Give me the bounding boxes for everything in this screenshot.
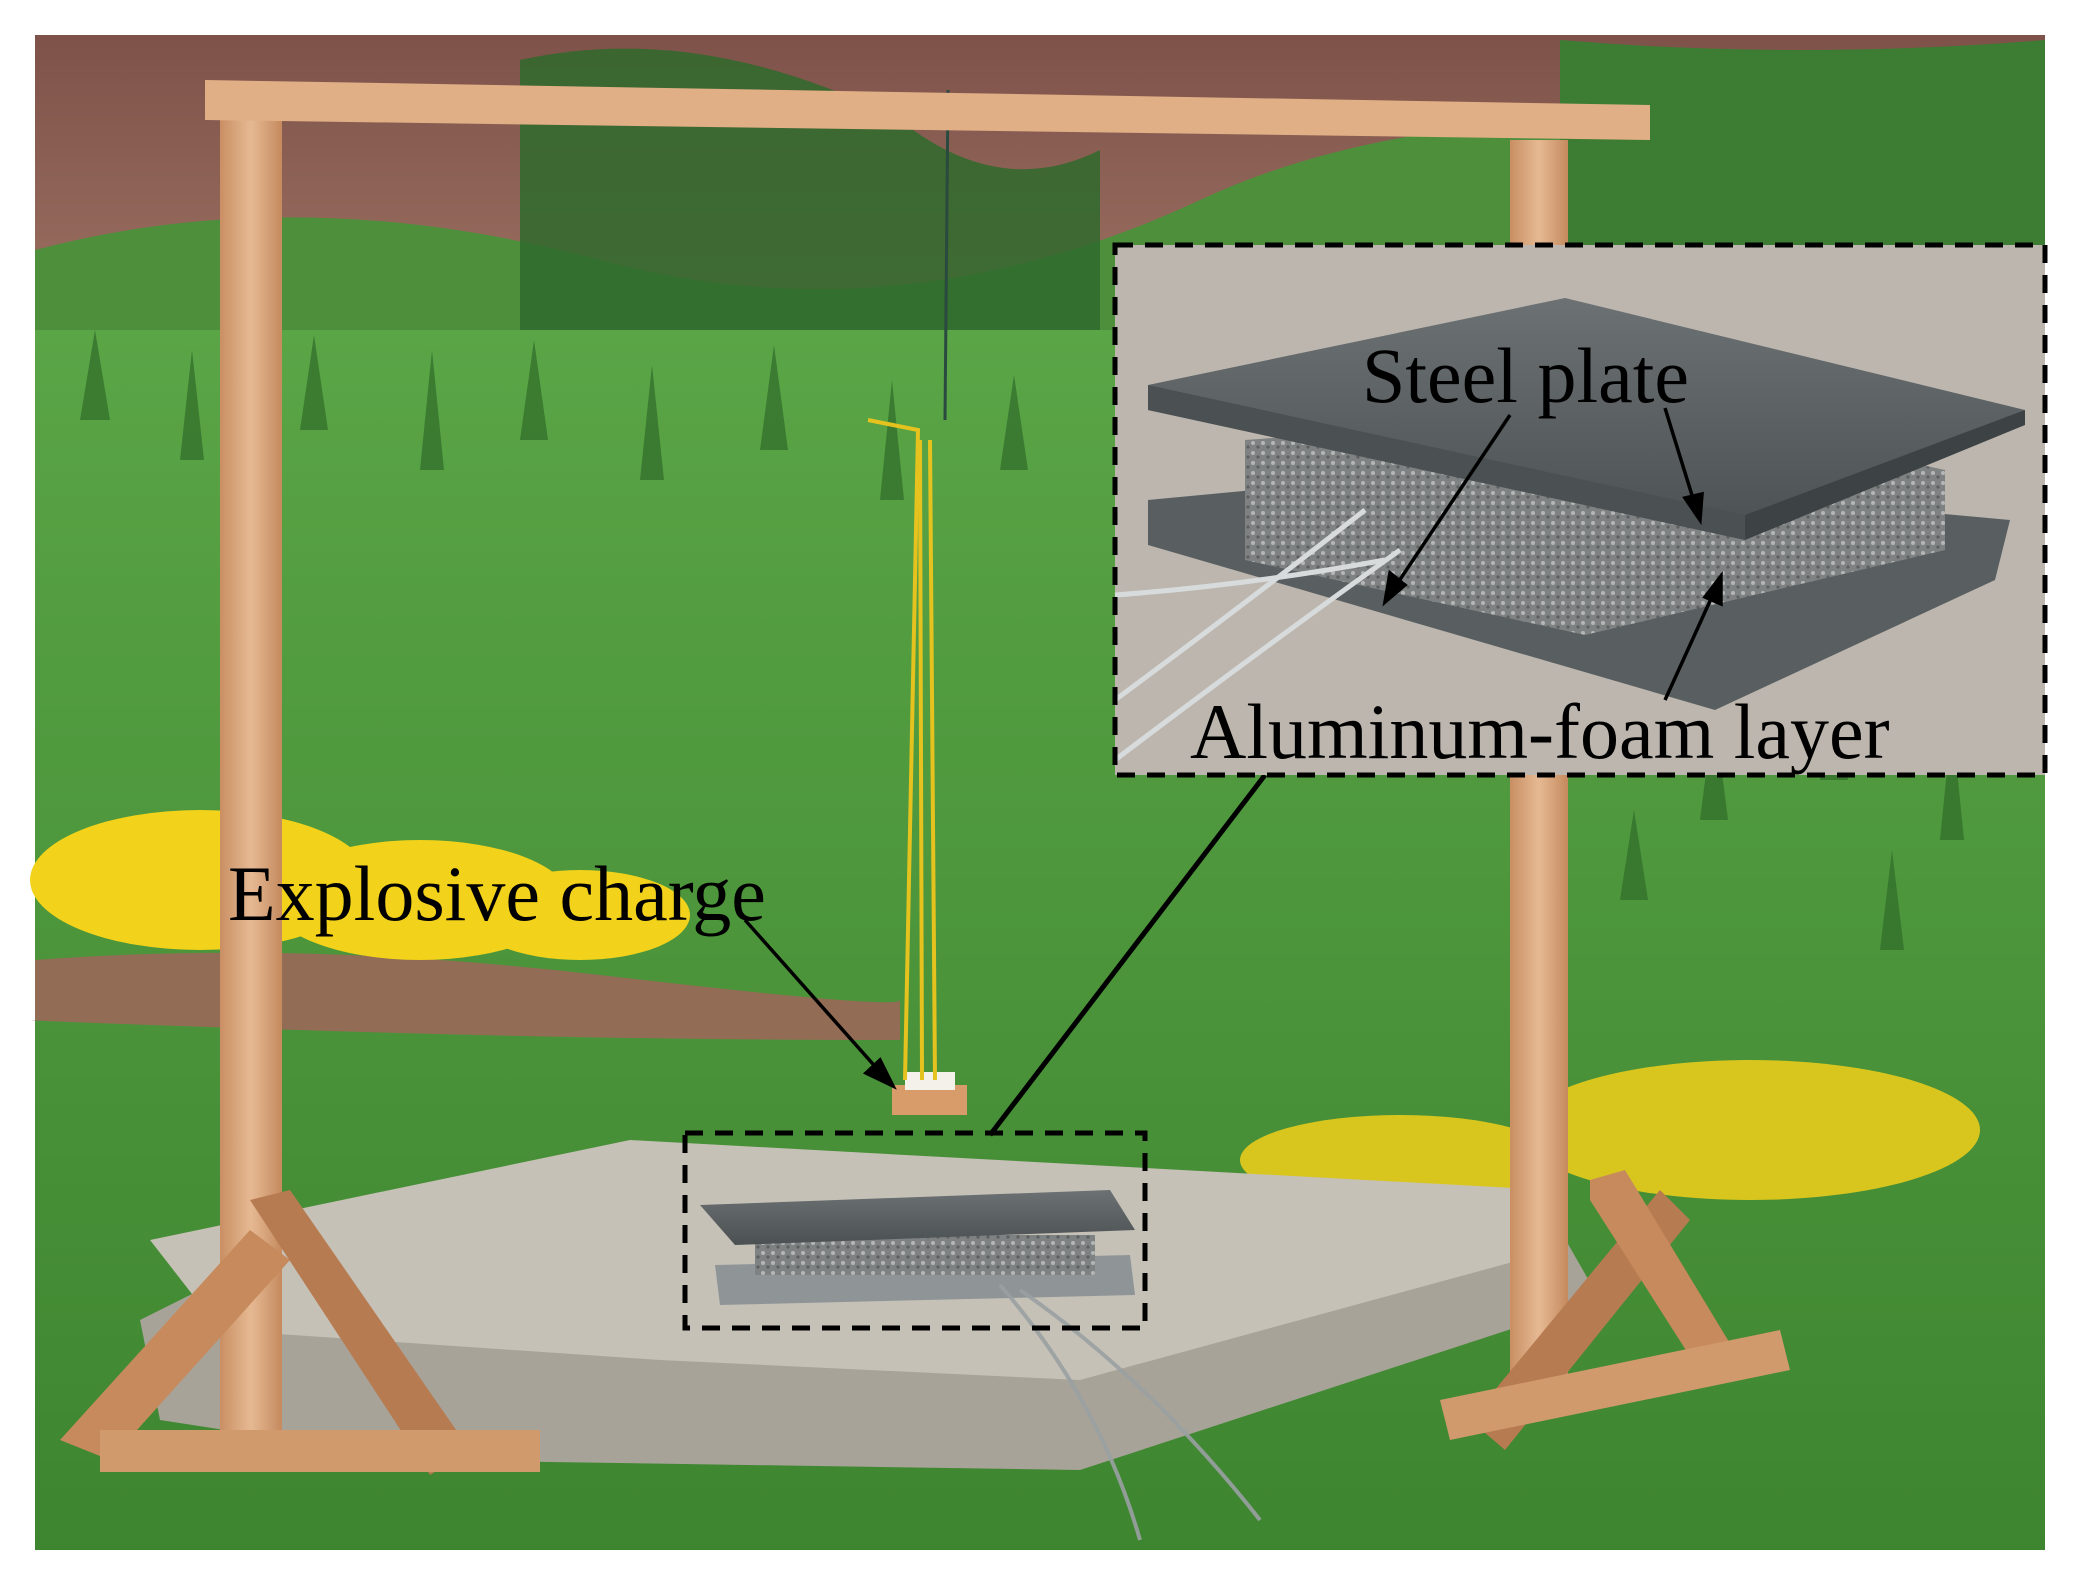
aluminum-foam-layer-label: Aluminum-foam layer [1190, 688, 1890, 775]
explosive-charge-label: Explosive charge [228, 850, 766, 937]
fuse-wires [867, 418, 937, 1081]
specimen-highlight-box [682, 1130, 1148, 1331]
inset-connector-line [988, 773, 1267, 1137]
detail-inset [1112, 242, 2048, 778]
yellow-flowers-left [30, 810, 690, 960]
specimen-on-slab [700, 1190, 1135, 1305]
steel-plate-label: Steel plate [1362, 332, 1689, 419]
explosive-charge-block [892, 1072, 967, 1115]
annotation-arrows [743, 407, 1723, 1090]
